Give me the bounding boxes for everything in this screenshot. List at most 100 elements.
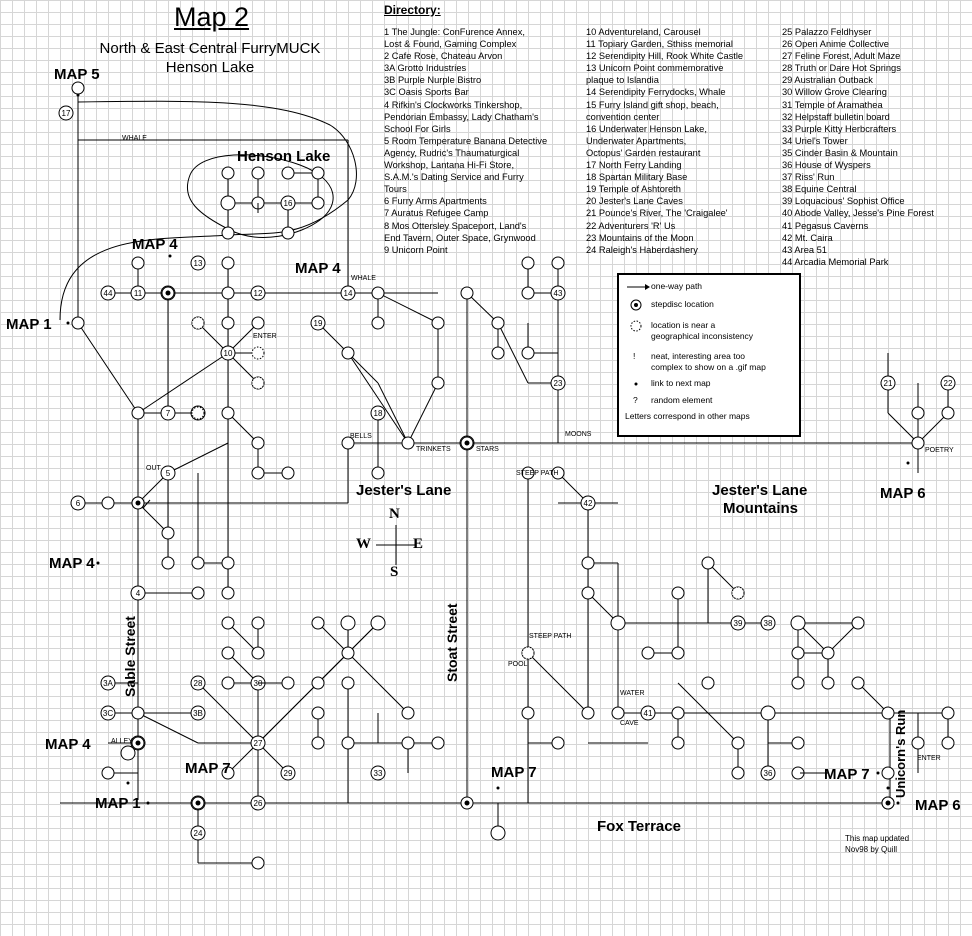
location-node-3a: 3A [100, 675, 116, 691]
path-segment [377, 682, 409, 714]
svg-text:16: 16 [284, 199, 293, 208]
legend-neat-2: complex to show on a .gif map [651, 362, 766, 372]
map-link-dot [146, 801, 150, 805]
link-map7-right[interactable]: MAP 7 [824, 766, 870, 783]
junction-node [311, 166, 325, 180]
junction-node [251, 436, 265, 450]
junction-node [311, 706, 325, 720]
link-map7-mid[interactable]: MAP 7 [491, 764, 537, 781]
link-map7-left[interactable]: MAP 7 [185, 760, 231, 777]
compass-w: W [356, 536, 371, 552]
location-node-23: 23 [550, 375, 566, 391]
link-map5[interactable]: MAP 5 [54, 66, 100, 83]
junction-node [311, 196, 325, 210]
directory-entry: Pendorian Embassy, Lady Chatham's [384, 111, 539, 122]
label-jesters-mountains-2: Mountains [723, 500, 798, 517]
legend-q: ? [633, 395, 638, 405]
junction-node [401, 706, 415, 720]
directory-entry: 21 Pounce's River, The 'Craigalee' [586, 208, 728, 219]
label-jesters-mountains: Jester's Lane [712, 482, 808, 499]
location-node-43: 43 [550, 285, 566, 301]
directory-entry: 17 North Ferry Landing [586, 160, 682, 171]
junction-node [371, 466, 385, 480]
svg-text:11: 11 [134, 289, 143, 298]
path-trinkets: TRINKETS [416, 446, 451, 453]
directory-entry: 22 Adventurers 'R' Us [586, 220, 676, 231]
path-out: OUT [146, 465, 161, 472]
path-moons: MOONS [565, 431, 592, 438]
stepdisc-marker [131, 736, 145, 750]
junction-node [251, 466, 265, 480]
link-map4-low[interactable]: MAP 4 [45, 736, 91, 753]
location-node-19: 19 [310, 315, 326, 331]
location-node-16: 16 [280, 195, 296, 211]
directory-entry: 18 Spartan Military Base [586, 172, 688, 183]
geo-inconsistency-marker [521, 646, 535, 660]
location-node-14: 14 [340, 285, 356, 301]
junction-node [221, 766, 235, 780]
path-pool: POOL [508, 661, 528, 668]
directory-entry: 12 Serendipity Hill, Rook White Castle [586, 51, 744, 62]
directory-entry: 44 Arcadia Memorial Park [782, 256, 889, 267]
path-segment [557, 682, 589, 714]
path-segment [347, 352, 409, 444]
path-segment [77, 322, 139, 414]
junction-node [521, 706, 535, 720]
svg-text:28: 28 [194, 679, 203, 688]
junction-node [221, 556, 235, 570]
location-node-35 [760, 705, 776, 721]
junction-node [671, 706, 685, 720]
junction-node [221, 406, 235, 420]
junction-node [221, 616, 235, 630]
legend-geo-2: geographical inconsistency [651, 331, 754, 341]
map-link-dot [66, 321, 70, 325]
svg-text:5: 5 [166, 469, 171, 478]
map-link-dot [168, 254, 172, 258]
junction-node [460, 286, 474, 300]
path-whale-mid: WHALE [351, 275, 376, 282]
directory-entry: 33 Purple Kitty Herbcrafters [782, 123, 897, 134]
junction-node [491, 346, 505, 360]
link-map4-lake[interactable]: MAP 4 [295, 260, 341, 277]
geo-inconsistency-marker [191, 316, 205, 330]
link-map6-bottom[interactable]: MAP 6 [880, 485, 926, 502]
junction-node [911, 736, 925, 750]
junction-node [911, 406, 925, 420]
junction-node [851, 676, 865, 690]
path-segment [707, 712, 739, 744]
junction-node [191, 586, 205, 600]
junction-node [341, 346, 355, 360]
map-link-dot [906, 461, 910, 465]
svg-text:3A: 3A [103, 679, 113, 688]
directory: Directory: 1 The Jungle: ConFurence Anne… [384, 4, 972, 267]
link-map4-top[interactable]: MAP 4 [132, 236, 178, 253]
location-node-6: 6 [70, 495, 86, 511]
junction-node [101, 496, 115, 510]
location-node-11: 11 [130, 285, 146, 301]
directory-entry: 20 Jester's Lane Caves [586, 196, 683, 207]
directory-entry: 1 The Jungle: ConFurence Annex, [384, 27, 525, 37]
location-node-7: 7 [160, 405, 176, 421]
directory-entry: 3A Grotto Industries [384, 63, 467, 74]
link-map6-right[interactable]: MAP 6 [915, 797, 961, 814]
directory-entry: 29 Australian Outback [782, 75, 873, 86]
junction-node [371, 316, 385, 330]
link-map1-left[interactable]: MAP 1 [6, 316, 52, 333]
link-map1-bottom[interactable]: MAP 1 [95, 795, 141, 812]
stepdisc-marker [131, 496, 145, 510]
legend-link: link to next map [651, 378, 711, 388]
junction-node [791, 646, 805, 660]
directory-entry: 31 Temple of Aramathea [782, 99, 883, 110]
directory-entry: 37 Riss' Run [782, 172, 835, 183]
link-map4-mid[interactable]: MAP 4 [49, 555, 95, 572]
junction-node [641, 646, 655, 660]
path-segment [227, 622, 259, 654]
junction-node [551, 466, 565, 480]
legend-random: random element [651, 395, 713, 405]
directory-entry: 32 Helpstaff bulletin board [782, 111, 890, 122]
legend: one-way path stepdisc location location … [617, 273, 801, 437]
directory-entry: 43 Area 51 [782, 244, 827, 255]
path-cave: CAVE [620, 720, 639, 727]
svg-text:4: 4 [136, 589, 141, 598]
